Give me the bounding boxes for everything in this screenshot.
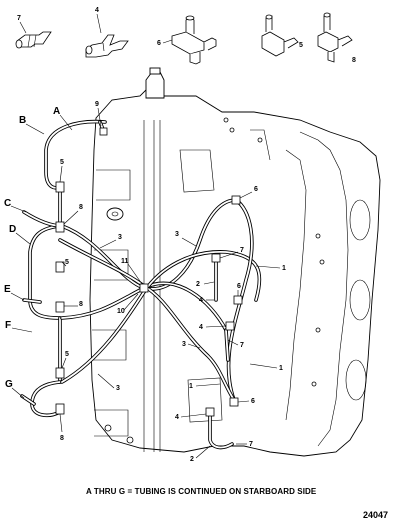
callout-number: 3 [175,231,179,238]
tee-fitting-icon: 6 [157,15,217,65]
figure-caption: A THRU G = TUBING IS CONTINUED ON STARBO… [86,487,317,496]
callout-number: 3 [118,234,122,241]
callout-number: 4 [199,297,203,304]
callout-number: 8 [60,435,64,442]
callout-number: 6 [237,283,241,290]
callout-number: 6 [254,186,258,193]
straight-connector-icon: 7 [15,15,52,49]
figure-number: 24047 [363,510,389,520]
parts-key-callout: 8 [352,57,356,64]
callout-number: 4 [175,414,179,421]
callout-number: 10 [117,308,125,315]
callout-number: 3 [116,385,120,392]
callout-number: 1 [189,383,193,390]
callout-number: 8 [79,301,83,308]
callout-number: 2 [190,456,194,463]
callout-number: 5 [65,351,69,358]
number-callouts: 9 5 8 3 5 8 5 11 10 3 8 6 7 3 1 2 4 6 [59,101,286,463]
tube-fittings [55,127,243,417]
callout-number: 6 [251,398,255,405]
elbow-tee-fitting-icon: 8 [317,12,356,64]
callout-letter-c: C [4,198,11,209]
parts-key-callout: 4 [95,7,99,14]
callout-number: 1 [282,265,286,272]
callout-number: 4 [199,324,203,331]
check-valve-icon: 4 [85,7,129,58]
callout-number: 3 [182,341,186,348]
engine-block [89,67,381,457]
callout-number: 7 [249,441,253,448]
callout-number: 5 [65,259,69,266]
callout-number: 8 [79,204,83,211]
callout-letter-b: B [19,115,26,126]
parts-key: 7 4 6 5 [15,7,356,65]
callout-number: 5 [60,159,64,166]
callout-number: 7 [240,342,244,349]
callout-letter-f: F [5,320,11,331]
callout-number: 7 [240,247,244,254]
letter-callouts: A B C D E F G [4,106,73,399]
callout-number: 11 [121,258,129,265]
parts-key-callout: 6 [157,40,161,47]
parts-key-callout: 5 [299,42,303,49]
callout-letter-a: A [53,106,60,117]
callout-letter-e: E [4,284,11,295]
callout-number: 1 [279,365,283,372]
callout-letter-d: D [9,224,16,235]
callout-number: 2 [196,281,200,288]
callout-letter-g: G [5,379,13,390]
callout-number: 9 [95,101,99,108]
parts-key-callout: 7 [17,15,21,22]
elbow-fitting-icon: 5 [261,14,303,57]
